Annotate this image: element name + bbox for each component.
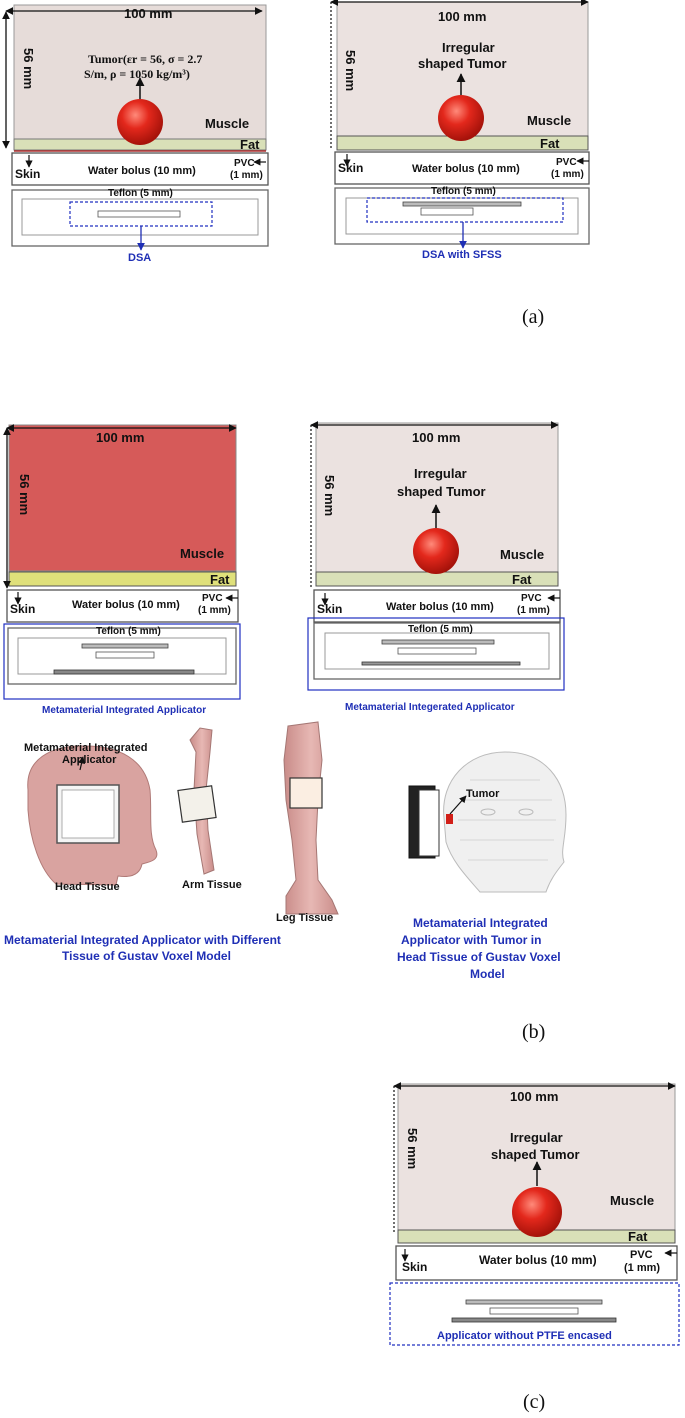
caption-applicator-without-ptfe: Applicator without PTFE encased — [437, 1330, 612, 1342]
muscle-label: Muscle — [180, 546, 224, 561]
pvc-label: PVC — [630, 1249, 653, 1261]
muscle-label: Muscle — [205, 116, 249, 131]
head-tissue-model — [27, 745, 158, 886]
pvc-thickness-label: (1 mm) — [551, 169, 584, 180]
pvc-label: PVC — [556, 157, 577, 168]
teflon-label: Teflon (5 mm) — [96, 626, 161, 637]
tumor-label-2: shaped Tumor — [418, 56, 507, 71]
caption-dsa-sfss: DSA with SFSS — [422, 249, 502, 261]
panel-a-left: 100 mm 56 mm Tumor(εr = 56, σ = 2.7 S/m,… — [2, 4, 269, 264]
water-bolus-label: Water bolus (10 mm) — [412, 163, 520, 175]
fat-label: Fat — [210, 572, 230, 587]
pvc-label: PVC — [234, 158, 255, 169]
teflon-label: Teflon (5 mm) — [431, 186, 496, 197]
skin-label: Skin — [15, 167, 40, 181]
caption-metamaterial-applicator: Metamaterial Integerated Applicator — [345, 702, 515, 713]
caption-voxel-right-4: Model — [470, 967, 505, 981]
applicator-outline — [307, 617, 565, 691]
width-label: 100 mm — [510, 1089, 558, 1104]
caption-dsa: DSA — [128, 252, 151, 264]
skin-label: Skin — [10, 602, 35, 616]
height-label: 56 mm — [405, 1128, 420, 1169]
panel-c: 100 mm 56 mm Irregular shaped Tumor Musc… — [389, 1082, 680, 1346]
caption-metamaterial-applicator: Metamaterial Integrated Applicator — [42, 705, 206, 716]
panel-label-a: (a) — [522, 306, 544, 328]
panel-label-c: (c) — [523, 1391, 545, 1413]
head-with-tumor-model — [408, 751, 567, 893]
tumor-label: Tumor — [466, 788, 500, 800]
width-label: 100 mm — [412, 430, 460, 445]
width-label: 100 mm — [438, 9, 486, 24]
tumor-label-1: Irregular — [414, 466, 467, 481]
voxel-models: Metamaterial Integrated Applicator Head … — [4, 721, 567, 981]
caption-voxel-right-3: Head Tissue of Gustav Voxel — [397, 950, 561, 964]
panel-b-left: 100 mm 56 mm Muscle Fat Skin Water bolus… — [3, 424, 241, 716]
water-bolus-label: Water bolus (10 mm) — [479, 1253, 597, 1267]
tumor-label-1: Irregular — [442, 40, 495, 55]
arm-tissue-model — [177, 727, 217, 875]
caption-voxel-right-1: Metamaterial Integrated — [413, 916, 548, 930]
water-bolus-layer — [313, 589, 561, 623]
tumor-label-2: shaped Tumor — [491, 1147, 580, 1162]
caption-voxel-left-1: Metamaterial Integrated Applicator with … — [4, 933, 281, 947]
applicator-outline — [389, 1282, 680, 1346]
fat-label: Fat — [628, 1229, 648, 1244]
water-bolus-layer — [334, 151, 590, 185]
fat-label: Fat — [512, 572, 532, 587]
applicator-label-1: Metamaterial Integrated — [24, 742, 147, 754]
water-bolus-layer — [395, 1245, 678, 1281]
tumor-properties-label-1: Tumor(εr = 56, σ = 2.7 — [88, 52, 202, 66]
muscle-label: Muscle — [500, 547, 544, 562]
muscle-label: Muscle — [527, 113, 571, 128]
panel-b-right: 100 mm 56 mm Irregular shaped Tumor Musc… — [307, 421, 565, 713]
skin-label: Skin — [402, 1260, 427, 1274]
tumor-sphere — [117, 99, 163, 145]
applicator-label-2: Applicator — [62, 754, 117, 766]
muscle-layer — [8, 424, 237, 572]
water-bolus-label: Water bolus (10 mm) — [72, 599, 180, 611]
teflon-label: Teflon (5 mm) — [408, 624, 473, 635]
arm-tissue-label: Arm Tissue — [182, 879, 242, 891]
pvc-label: PVC — [521, 593, 542, 604]
tumor-sphere — [438, 95, 484, 141]
height-label: 56 mm — [21, 48, 36, 89]
tumor-label-2: shaped Tumor — [397, 484, 486, 499]
caption-voxel-right-2: Applicator with Tumor in — [401, 933, 541, 947]
water-bolus-layer — [6, 589, 239, 623]
width-label: 100 mm — [124, 6, 172, 21]
tumor-sphere — [413, 528, 459, 574]
pvc-thickness-label: (1 mm) — [230, 170, 263, 181]
skin-label: Skin — [338, 161, 363, 175]
applicator-outline — [3, 623, 241, 700]
panel-label-b: (b) — [522, 1021, 545, 1043]
panel-a-right: 100 mm 56 mm Irregular shaped Tumor Musc… — [330, 0, 590, 261]
pvc-thickness-label: (1 mm) — [517, 605, 550, 616]
leg-tissue-model — [283, 721, 339, 915]
pvc-thickness-label: (1 mm) — [198, 605, 231, 616]
water-bolus-layer — [11, 152, 269, 186]
width-label: 100 mm — [96, 430, 144, 445]
tumor-sphere — [512, 1187, 562, 1237]
skin-label: Skin — [317, 602, 342, 616]
leg-tissue-label: Leg Tissue — [276, 912, 333, 924]
caption-voxel-left-2: Tissue of Gustav Voxel Model — [62, 949, 231, 963]
applicator-outline — [366, 197, 564, 223]
tumor-label-1: Irregular — [510, 1130, 563, 1145]
fat-layer — [8, 571, 237, 587]
height-label: 56 mm — [322, 475, 337, 516]
water-bolus-label: Water bolus (10 mm) — [386, 601, 494, 613]
muscle-label: Muscle — [610, 1193, 654, 1208]
fat-label: Fat — [240, 137, 260, 152]
height-label: 56 mm — [17, 474, 32, 515]
teflon-label: Teflon (5 mm) — [108, 188, 173, 199]
height-label: 56 mm — [343, 50, 358, 91]
fat-label: Fat — [540, 136, 560, 151]
pvc-label: PVC — [202, 593, 223, 604]
water-bolus-label: Water bolus (10 mm) — [88, 165, 196, 177]
tumor-properties-label-2: S/m, ρ = 1050 kg/m³) — [84, 67, 190, 81]
head-tissue-label: Head Tissue — [55, 881, 120, 893]
teflon-box — [334, 187, 590, 245]
pvc-thickness-label: (1 mm) — [624, 1262, 660, 1274]
